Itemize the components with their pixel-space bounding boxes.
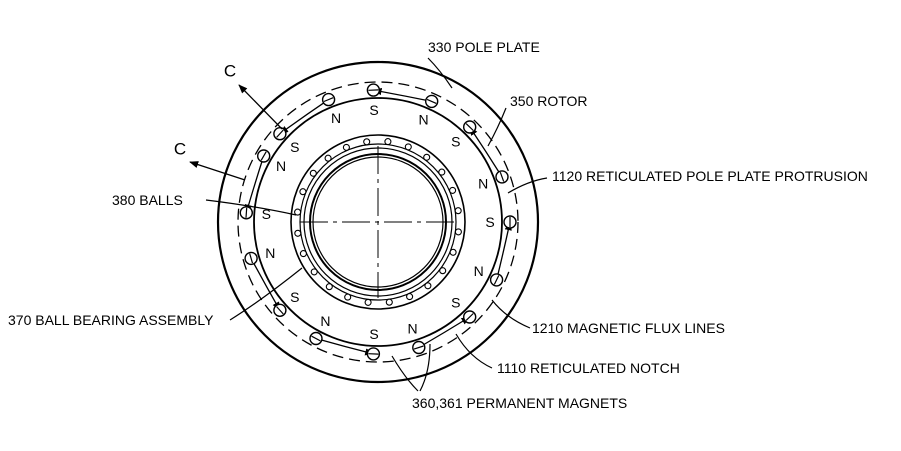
bearing-ball	[423, 153, 431, 161]
magnet-pair: NS	[239, 149, 286, 222]
magnet-divider	[249, 253, 254, 264]
magnet-divider	[426, 98, 437, 104]
north-pole-label: N	[474, 263, 484, 279]
label-flux: 1210 MAGNETIC FLUX LINES	[532, 320, 725, 336]
label-notch: 1110 RETICULATED NOTCH	[497, 360, 680, 376]
magnet-pair: NS	[273, 92, 341, 155]
bearing-ball	[385, 298, 393, 306]
bearing-ball	[310, 268, 318, 276]
magnet-divider	[260, 151, 267, 161]
c-label-upper: C	[224, 62, 236, 81]
bearing-ball	[404, 143, 412, 151]
label-balls: 380 BALLS	[112, 192, 183, 208]
c-arrow-lower: C	[174, 140, 246, 181]
south-pole-label: S	[369, 102, 378, 118]
leader-pole-plate	[427, 57, 453, 89]
flux-line	[469, 126, 503, 178]
south-pole-label: S	[290, 139, 299, 155]
bearing-ball	[449, 186, 457, 194]
north-pole-label: N	[265, 245, 275, 261]
label-protrusion: 1120 RETICULATED POLE PLATE PROTRUSION	[552, 168, 868, 184]
magnet-pair: NS	[366, 83, 439, 128]
leader-flux	[491, 299, 531, 329]
magnet-pair: NS	[451, 120, 509, 192]
north-pole-label: N	[320, 313, 330, 329]
north-pole-label: N	[408, 321, 418, 337]
north-pole-label: N	[276, 158, 286, 174]
magnet-divider	[465, 313, 474, 321]
bearing-ball	[406, 293, 414, 301]
leader-rotor	[487, 107, 507, 147]
bearing-ball	[424, 282, 432, 290]
rotor-inner-ring	[253, 97, 503, 347]
magnet-pair: NS	[244, 245, 299, 317]
magnet-divider	[276, 129, 284, 138]
bearing-ball	[324, 154, 332, 162]
bearing-ball	[454, 207, 462, 215]
magnet-divider	[493, 275, 500, 285]
label-pole-plate: 330 POLE PLATE	[428, 39, 540, 55]
north-pole-label: N	[478, 176, 488, 192]
c-arrow-upper: C	[224, 62, 283, 130]
south-pole-label: S	[485, 214, 494, 230]
bearing-outer-ring	[290, 134, 466, 310]
label-rotor: 350 ROTOR	[510, 93, 588, 109]
leader-magnets-1	[391, 355, 419, 392]
label-bearing: 370 BALL BEARING ASSEMBLY	[8, 312, 214, 328]
bearing-ball	[325, 283, 333, 291]
magnet-pair: NS	[408, 295, 477, 355]
bearing-ball	[438, 168, 446, 176]
magnet-pair: NS	[474, 214, 517, 287]
leader-bearing	[229, 267, 303, 321]
north-pole-label: N	[419, 112, 429, 128]
magnet-divider	[311, 335, 321, 342]
magnet-divider	[245, 207, 248, 218]
leader-magnets-2	[419, 343, 431, 392]
magnet-divider	[499, 171, 505, 182]
magnet-divider	[413, 345, 424, 350]
south-pole-label: S	[290, 289, 299, 305]
bearing-ball	[384, 138, 392, 146]
magnet-pair: NS	[309, 313, 381, 361]
bearing-ball	[364, 298, 372, 306]
bearing-ball	[294, 208, 302, 216]
south-pole-label: S	[451, 295, 460, 311]
leader-protrusion	[507, 177, 548, 194]
north-pole-label: N	[331, 110, 341, 126]
bearing-ball	[439, 267, 447, 275]
magnet-divider	[276, 306, 284, 315]
magnet-divider	[323, 97, 334, 103]
magnet-divider	[465, 123, 474, 131]
balls-group	[294, 138, 462, 306]
south-pole-label: S	[369, 326, 378, 342]
bearing-ball	[309, 169, 317, 177]
leader-notch	[455, 333, 493, 369]
bearing-ball	[363, 138, 371, 146]
c-label-lower: C	[174, 140, 186, 159]
bearing-ball	[449, 248, 457, 256]
bearing-ball	[344, 293, 352, 301]
bearing-ball	[454, 228, 462, 236]
south-pole-label: S	[451, 133, 460, 149]
south-pole-label: S	[262, 206, 271, 222]
bearing-ball	[299, 250, 307, 258]
label-magnets: 360,361 PERMANENT MAGNETS	[412, 395, 627, 411]
flux-line	[279, 99, 329, 135]
reticulated-boundary-dashed	[237, 81, 519, 363]
bearing-ball	[342, 143, 350, 151]
pole-plate-outer-ring	[216, 60, 540, 384]
bearing-ball	[294, 229, 302, 237]
leader-balls	[205, 199, 297, 216]
bearing-ball	[299, 188, 307, 196]
